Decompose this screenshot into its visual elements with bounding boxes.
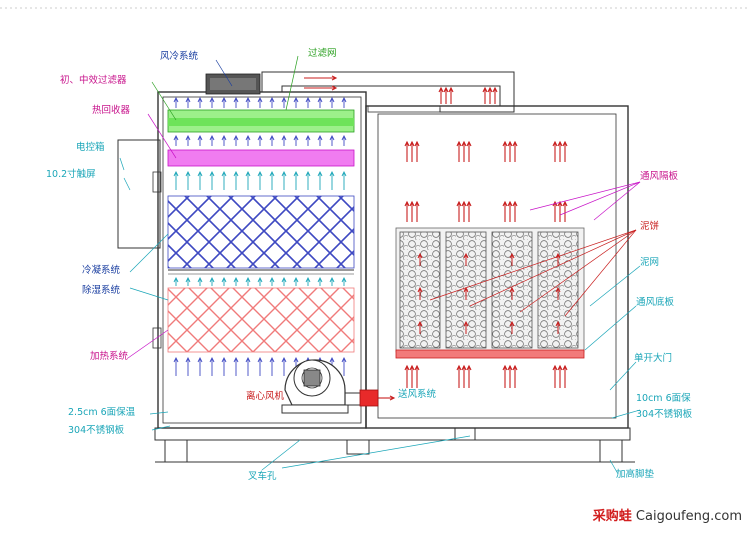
label-vent-partition: 通风隔板 — [640, 171, 679, 182]
label-insulation-right-1: 10cm 6面保 — [636, 393, 691, 404]
heat-recovery-layer — [167, 149, 355, 167]
drying-chamber — [365, 105, 629, 429]
centrifugal-fan — [281, 359, 362, 414]
label-air-supply-system: 送风系统 — [398, 389, 437, 400]
condensing-coil — [167, 195, 355, 269]
label-primary-medium-filter: 初、中效过滤器 — [60, 75, 127, 86]
base-frame — [154, 427, 635, 463]
label-mud-cake: 泥饼 — [640, 221, 660, 232]
label-mud-net: 泥网 — [640, 257, 660, 268]
vent-bottom-plate — [395, 349, 585, 359]
label-insulation-left-2: 304不锈钢板 — [68, 425, 125, 436]
label-raised-feet: 加高脚垫 — [616, 469, 655, 480]
leader-lines — [119, 55, 641, 475]
filter-stripe — [168, 118, 354, 126]
label-single-door: 单开大门 — [634, 353, 673, 364]
label-air-cooling-system: 风冷系统 — [160, 51, 199, 62]
label-insulation-left-1: 2.5cm 6面保温 — [68, 407, 136, 418]
heating-coil — [167, 287, 355, 353]
supply-air-outlet — [359, 389, 379, 407]
label-vent-bottom-plate: 通风底板 — [636, 297, 675, 308]
red-airflow-arrows — [304, 75, 568, 401]
label-heat-recovery: 热回收器 — [92, 105, 131, 116]
top-fan — [205, 73, 261, 95]
label-dehumidifying-system: 除湿系统 — [82, 285, 121, 296]
label-condensing-system: 冷凝系统 — [82, 265, 121, 276]
mud-cake-stack — [395, 227, 585, 359]
label-heating-system: 加热系统 — [90, 351, 129, 362]
label-centrifugal-fan: 离心风机 — [246, 391, 285, 402]
label-control-box: 电控箱 — [76, 142, 105, 153]
label-forklift-hole: 叉车孔 — [248, 471, 277, 482]
label-touch-screen: 10.2寸触屏 — [46, 169, 96, 180]
label-insulation-right-2: 304不锈钢板 — [636, 409, 693, 420]
label-filter-screen: 过滤网 — [308, 48, 337, 59]
watermark: 采购蛙 Caigoufeng.com — [592, 509, 742, 524]
